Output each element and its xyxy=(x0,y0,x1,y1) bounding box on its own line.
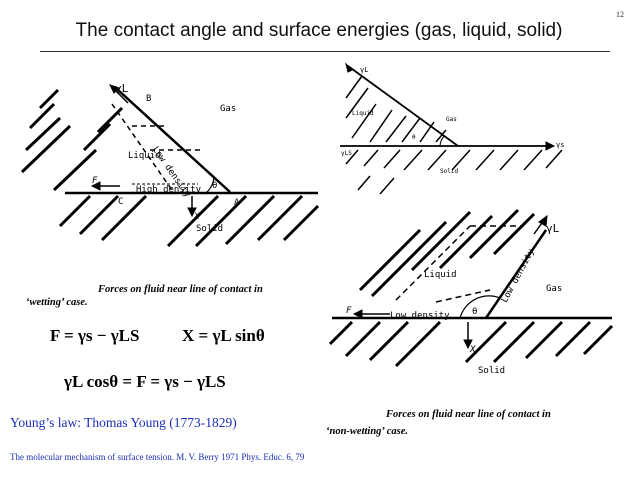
br-gas-label: Gas xyxy=(546,284,563,294)
left-high-density-label: High density xyxy=(136,185,202,195)
tr-gamma-l-label: γL xyxy=(360,66,369,74)
left-gas-label: Gas xyxy=(220,104,237,114)
slide-title: The contact angle and surface energies (… xyxy=(75,20,563,41)
equation-x: X = γL sinθ xyxy=(182,326,265,345)
br-caption-line1: Forces on fluid near line of contact in xyxy=(386,409,551,420)
br-low-density-2-label: Low density xyxy=(390,311,450,321)
left-theta-label: θ xyxy=(212,181,218,191)
br-liquid-label: Liquid xyxy=(424,270,457,280)
left-b-label: B xyxy=(146,94,152,104)
br-theta-label: θ xyxy=(472,307,478,317)
tr-gas-label: Gas xyxy=(446,116,457,123)
equation-f: F = γs − γLS xyxy=(50,326,140,345)
br-solid-label: Solid xyxy=(478,366,506,376)
tr-solid-label: Solid xyxy=(440,168,459,175)
left-liquid-label: Liquid xyxy=(128,151,161,161)
tr-liquid-label: Liquid xyxy=(352,110,374,117)
bottom-right-diagram xyxy=(328,208,614,368)
left-a-label: A xyxy=(234,198,240,208)
br-gamma-l-label: γL xyxy=(546,222,560,235)
page-number: 12 xyxy=(616,10,624,19)
br-x-label: X xyxy=(470,345,476,355)
left-caption-line1: Forces on fluid near line of contact in xyxy=(98,284,263,295)
left-c-label: C xyxy=(118,197,124,207)
left-solid-label: Solid xyxy=(196,224,224,234)
left-wetting-diagram xyxy=(20,84,320,248)
top-right-diagram xyxy=(340,62,563,195)
tr-gamma-ls-label: γLS xyxy=(341,150,352,157)
title-underline xyxy=(40,51,610,52)
left-gamma-l-label: γL xyxy=(115,82,129,95)
left-x-label: X xyxy=(194,212,200,222)
br-f-label: F xyxy=(346,306,352,316)
reference-text: The molecular mechanism of surface tensi… xyxy=(10,452,305,462)
left-caption-line2: ‘wetting’ case. xyxy=(26,297,88,308)
equation-young: γL cosθ = F = γs − γLS xyxy=(64,372,226,391)
left-f-label: F xyxy=(92,176,98,186)
youngs-law-text: Young’s law: Thomas Young (1773-1829) xyxy=(10,415,237,430)
tr-gamma-s-label: γs xyxy=(556,141,565,149)
br-caption-line2: ‘non-wetting’ case. xyxy=(326,426,409,437)
tr-theta-label: θ xyxy=(412,134,416,141)
